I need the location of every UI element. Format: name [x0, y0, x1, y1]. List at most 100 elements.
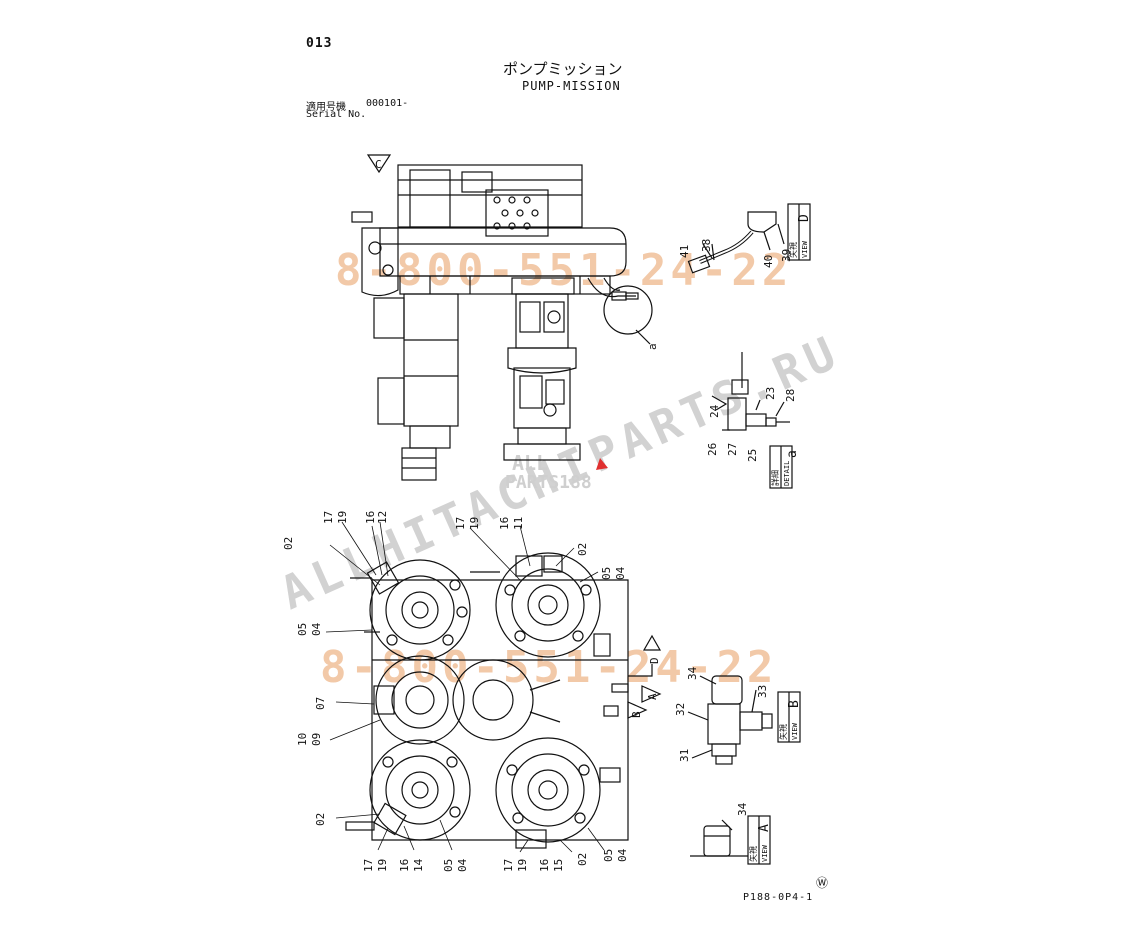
- diagram-title-jp: ポンプミッション: [503, 60, 623, 78]
- callout-32: 32: [674, 703, 687, 716]
- callout-38: 38: [700, 239, 713, 252]
- view-b-group: 矢視 VIEW B: [687, 675, 802, 765]
- view-d-letter: D: [797, 214, 812, 222]
- serial-label-jp: 適用号機: [306, 102, 346, 113]
- view-c-letter: C: [375, 158, 382, 171]
- callout-14-bl: 14: [412, 858, 425, 872]
- arrow-b-letter: B: [630, 711, 643, 718]
- valve-block-holes: [493, 196, 539, 230]
- callout-26: 26: [706, 443, 719, 456]
- callout-02-bl: 02: [314, 813, 327, 826]
- callout-16-tr: 16: [498, 517, 511, 530]
- watermark-logo: ALL PARTS188: [505, 451, 608, 493]
- callout-04-tr: 04: [614, 566, 627, 580]
- callouts-bottom-left-pump: 02 17 19 16 14 05 04: [314, 813, 469, 872]
- callout-28: 28: [784, 389, 797, 402]
- callout-17-tl: 17: [322, 511, 335, 524]
- pump-center: [373, 655, 561, 745]
- plan-view-arrows: D A B: [627, 634, 662, 719]
- page-number: 013: [306, 36, 333, 51]
- callout-33: 33: [756, 685, 769, 698]
- callout-16-br: 16: [538, 859, 551, 872]
- base-plate: [371, 579, 629, 841]
- callout-39: 39: [780, 249, 793, 262]
- callout-11-tr: 11: [512, 517, 525, 530]
- arrow-b-marker: [627, 701, 648, 719]
- callout-24: 24: [708, 404, 721, 418]
- callout-02-tl: 02: [282, 537, 295, 550]
- diagram-title-en: PUMP-MISSION: [522, 79, 621, 93]
- pump-top-left: [366, 559, 471, 661]
- callouts-top-left-pump: 17 19 16 12 02 05 04: [282, 511, 389, 636]
- callout-05-tr: 05: [600, 567, 613, 580]
- arrow-d-letter: D: [648, 657, 661, 664]
- callout-12-tl: 12: [376, 511, 389, 524]
- callout-19-br: 19: [516, 859, 529, 872]
- serial-label-en: Serial No.: [306, 109, 367, 120]
- arrow-a-marker: [641, 685, 662, 703]
- drawing-code: P188-0P4-1: [743, 892, 814, 903]
- callout-19-bl: 19: [376, 859, 389, 872]
- plan-leader-lines: [325, 521, 605, 853]
- view-b-jp: 矢視: [778, 724, 788, 740]
- callout-16-bl: 16: [398, 859, 411, 872]
- hydraulic-motor: [403, 293, 459, 427]
- callout-02-br: 02: [576, 853, 589, 866]
- callout-23: 23: [764, 387, 777, 400]
- view-d-jp: 矢視: [788, 242, 798, 258]
- view-a-jp: 矢視: [748, 846, 758, 862]
- callout-25: 25: [746, 449, 759, 462]
- callout-07: 07: [314, 697, 327, 710]
- callouts-bottom-right-pump: 17 19 16 15 02 05 04: [502, 848, 629, 872]
- view-a-callouts: 34: [736, 802, 749, 816]
- callout-34-b: 34: [686, 666, 699, 680]
- view-a-en: VIEW: [761, 844, 769, 862]
- callout-05-bl: 05: [442, 859, 455, 872]
- callout-19-tl: 19: [336, 511, 349, 524]
- view-a-letter: A: [757, 824, 772, 832]
- callout-40: 40: [762, 255, 775, 268]
- detail-a-en: DETAIL: [783, 461, 791, 486]
- callout-41: 41: [678, 245, 691, 258]
- callout-15-br: 15: [552, 859, 565, 872]
- view-a-group: 矢視 VIEW A: [690, 815, 772, 865]
- logo-bottom-text: PARTS188: [505, 472, 592, 493]
- bottom-assembly: [345, 552, 653, 849]
- serial-value: 000101-: [366, 98, 409, 109]
- callout-04-br: 04: [616, 848, 629, 862]
- valve-block: [485, 189, 549, 237]
- callout-09: 09: [310, 733, 323, 746]
- callout-34-a: 34: [736, 802, 749, 816]
- revision-mark: Ⓦ: [816, 876, 829, 890]
- detail-a-letter: a: [785, 450, 800, 458]
- logo-red-mark: [596, 458, 608, 470]
- mission-body: [379, 227, 627, 277]
- detail-a-circle: [603, 285, 653, 335]
- callout-04-bl: 04: [456, 858, 469, 872]
- callout-19-tr: 19: [468, 517, 481, 530]
- view-c-arrow: [366, 154, 392, 174]
- callout-17-tr: 17: [454, 517, 467, 530]
- callout-05-br: 05: [602, 849, 615, 862]
- callout-05-tl: 05: [296, 623, 309, 636]
- callout-16-tl: 16: [364, 511, 377, 524]
- view-b-en: VIEW: [791, 722, 799, 740]
- detail-a-group: 詳細 DETAIL a: [711, 352, 800, 489]
- detail-a-jp: 詳細: [770, 470, 780, 486]
- view-b-callouts: 34 33 32 31: [674, 666, 769, 762]
- callouts-top-right-pump: 17 19 16 11 02 05 04: [454, 517, 627, 580]
- view-d-group: 矢視 VIEW D: [687, 203, 812, 274]
- callout-02-tr: 02: [576, 543, 589, 556]
- pump-bottom-left: [345, 739, 471, 841]
- callouts-center-pump: 07 10 09: [296, 697, 327, 746]
- upper-housing: [397, 164, 583, 228]
- callout-31: 31: [678, 749, 691, 762]
- top-assembly: C: [351, 154, 659, 481]
- pipe-detail-a: [587, 277, 636, 298]
- detail-a-marker: a: [646, 343, 659, 350]
- pump-bottom-right: [495, 737, 621, 849]
- pump-top-right: [495, 552, 601, 658]
- callout-27: 27: [726, 443, 739, 456]
